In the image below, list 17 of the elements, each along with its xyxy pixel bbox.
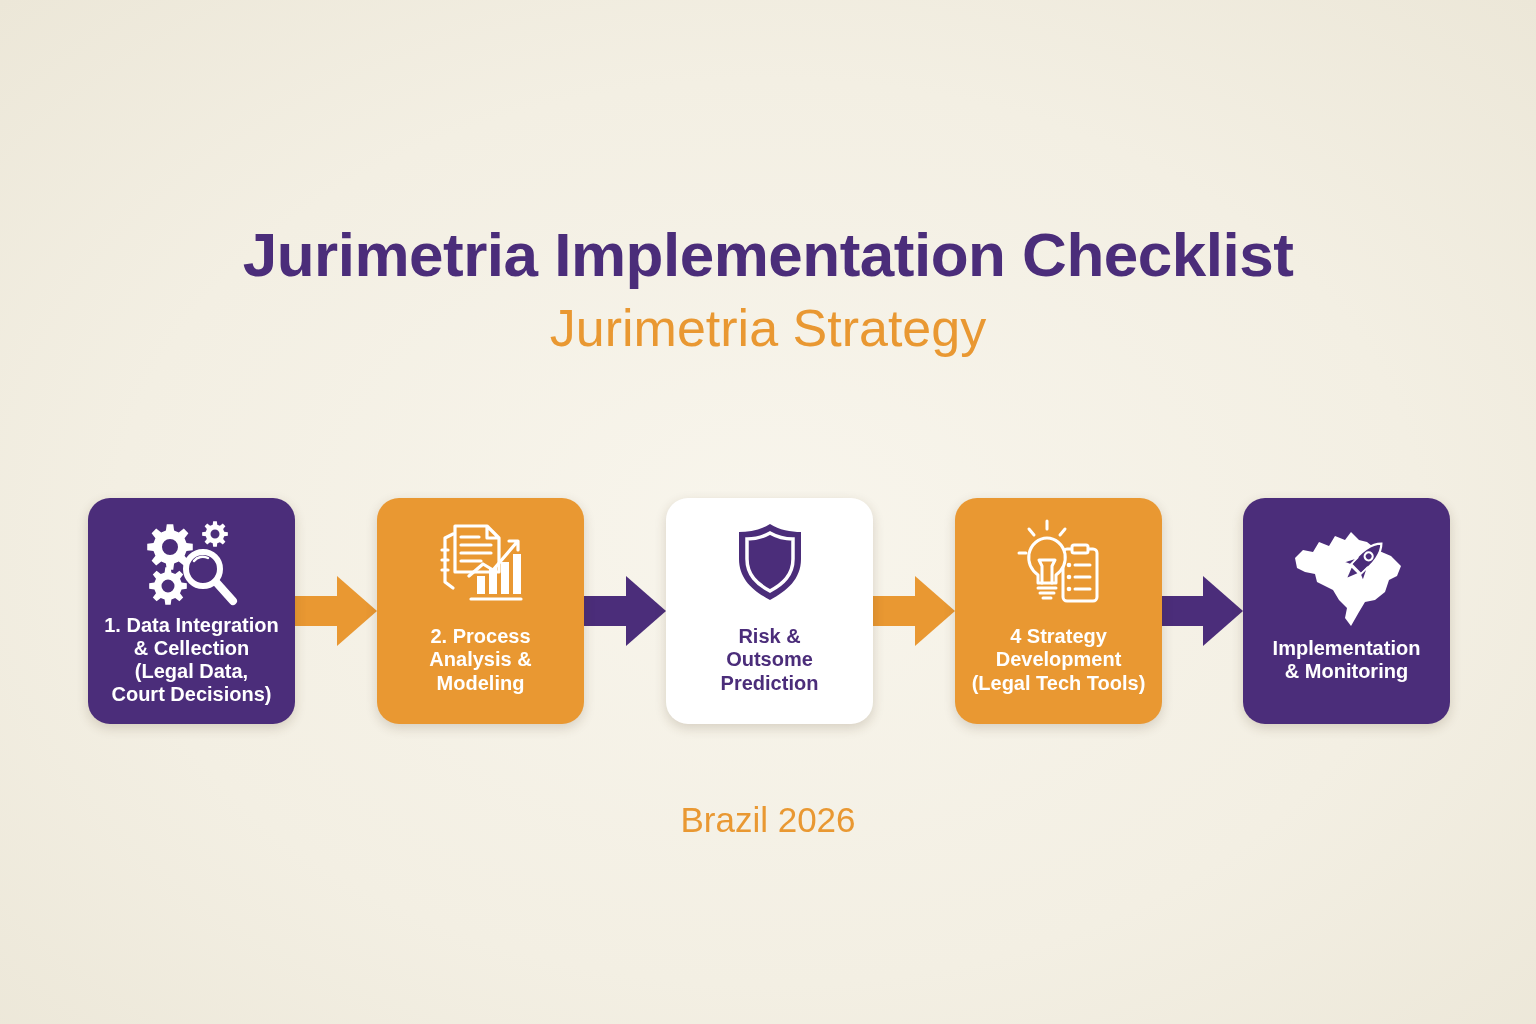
step-box xyxy=(955,498,1162,724)
arrow xyxy=(1162,576,1243,646)
step-box xyxy=(1243,498,1450,724)
step-label: 1. Data Integration & Cellection (Legal Data, Court Decisions) xyxy=(103,613,280,707)
step-box xyxy=(377,498,584,724)
arrow xyxy=(295,576,377,646)
step-box xyxy=(88,498,295,724)
step-label: Implementation & Monitoring xyxy=(1271,636,1422,684)
step-box xyxy=(666,498,873,724)
subtitle: Jurimetria Strategy xyxy=(549,298,987,359)
step-label: 4 Strategy Development (Legal Tech Tools) xyxy=(970,625,1147,695)
title: Jurimetria Implementation Checklist xyxy=(242,219,1294,291)
step-label: Risk & Outsome Prediction xyxy=(719,625,820,695)
step-label: 2. Process Analysis & Modeling xyxy=(428,625,533,695)
arrow xyxy=(584,576,666,646)
footer-label: Brazil 2026 xyxy=(680,799,856,841)
arrow xyxy=(873,576,955,646)
